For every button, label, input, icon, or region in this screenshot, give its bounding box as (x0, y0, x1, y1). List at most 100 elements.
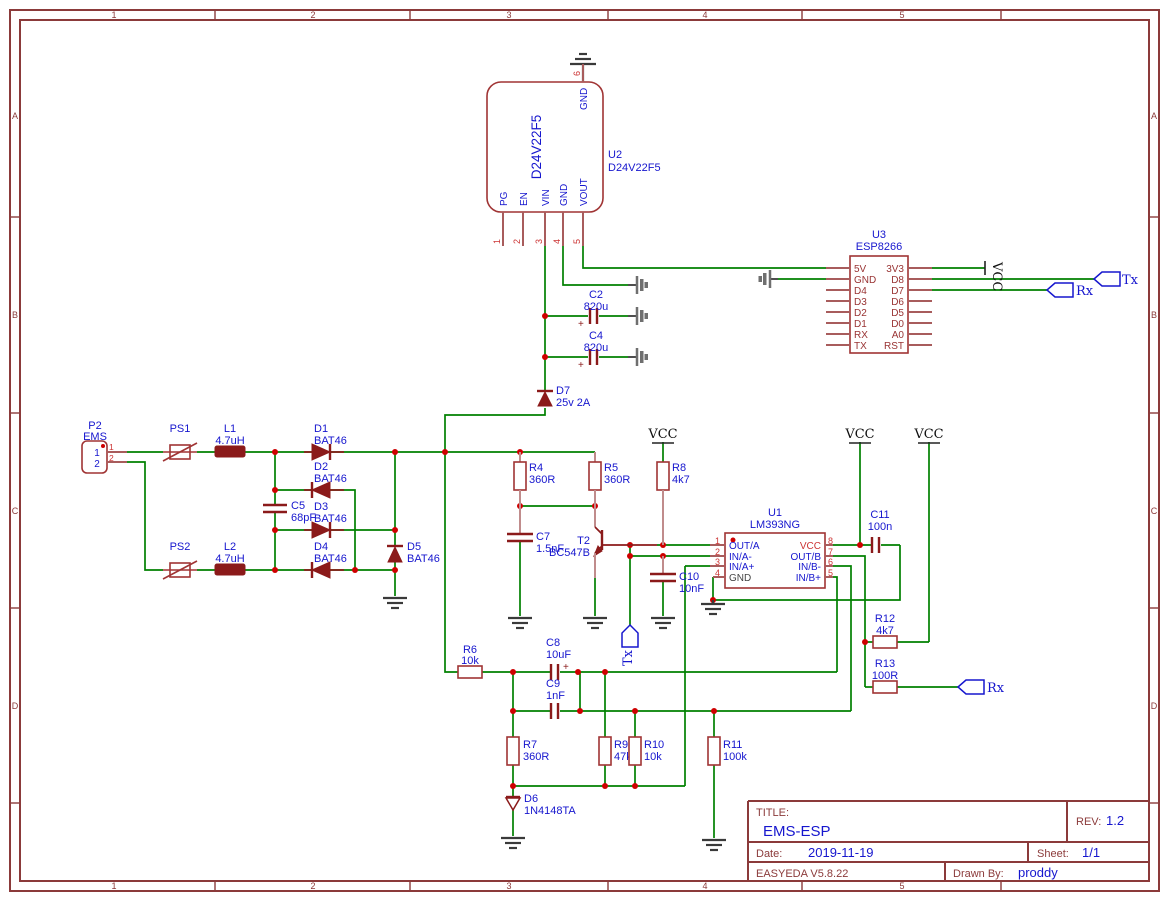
component-C4[interactable]: + C4 820u (578, 330, 608, 371)
component-T2-transistor[interactable]: T2 BC547B (549, 526, 657, 578)
component-C8[interactable]: + C8 10uF (546, 637, 571, 680)
component-C5[interactable]: C5 68pF (263, 500, 316, 524)
U3-pin-name: 3V3 (886, 264, 904, 275)
ground-icon (583, 616, 607, 630)
ground-icon (701, 600, 725, 616)
component-C7[interactable]: C7 1.5nF (507, 531, 564, 555)
U1-pin-number: 3 (715, 557, 720, 567)
frame-col-label: 4 (702, 881, 707, 891)
C8-value-label: 10uF (546, 649, 571, 661)
junction-dots (272, 313, 868, 789)
frame-row-label: C (12, 506, 19, 516)
D5-ref-label: D5 (407, 541, 421, 553)
date-label: Date: (756, 848, 782, 860)
R7-value-label: 360R (523, 751, 549, 763)
component-D7[interactable]: D7 25v 2A (537, 385, 591, 409)
frame-col-label: 2 (310, 881, 315, 891)
component-P2-connector[interactable]: P2 EMS 1 2 1 2 (81, 420, 127, 474)
frame-col-label: 2 (310, 10, 315, 20)
component-R10-resistor[interactable]: R10 10k (628, 736, 664, 766)
title-block: TITLE: EMS-ESP REV: 1.2 Date: 2019-11-19… (747, 800, 1149, 881)
wires[interactable] (127, 246, 1094, 838)
U3-value-label: ESP8266 (856, 241, 902, 253)
U1-ref-label: U1 (768, 507, 782, 519)
tx-flag-comparator: Tx (621, 623, 639, 666)
T2-ref-label: T2 (577, 535, 590, 547)
frame-row-label: B (12, 310, 18, 320)
component-C9[interactable]: C9 1nF (546, 678, 565, 719)
U1-pin-name: IN/A+ (729, 562, 754, 573)
component-R13-resistor[interactable]: R13 100R (872, 658, 898, 694)
L1-ref-label: L1 (224, 423, 236, 435)
U3-pin-name: D6 (891, 297, 904, 308)
tx-flag-label: Tx (621, 649, 636, 666)
C4-value-label: 820u (584, 342, 608, 354)
component-D2-diode[interactable]: D2 BAT46 (304, 461, 347, 499)
T2-value-label: BC547B (549, 547, 590, 559)
component-R9-resistor[interactable]: R9 47k (598, 736, 632, 766)
R6-value-label: 10k (461, 655, 479, 667)
frame-col-label: 4 (702, 10, 707, 20)
drawn-by-label: Drawn By: (953, 868, 1004, 880)
D6-value-label: 1N4148TA (524, 805, 576, 817)
component-D4-diode[interactable]: D4 BAT46 (304, 541, 347, 579)
component-R7-resistor[interactable]: R7 360R (506, 736, 549, 766)
component-PS2-fuse[interactable]: PS2 (162, 541, 198, 580)
C7-value-label: 1.5nF (536, 543, 564, 555)
L2-ref-label: L2 (224, 541, 236, 553)
component-R11-resistor[interactable]: R11 100k (707, 736, 747, 766)
vcc-flag-rotated: VCC (984, 261, 1004, 291)
U2-value-label: D24V22F5 (608, 162, 661, 174)
net-flags[interactable]: Tx Rx Tx Rx (621, 271, 1139, 696)
frame-row-label: A (12, 111, 18, 121)
P2-pin-number: 2 (109, 453, 114, 463)
component-L2-inductor[interactable]: L2 4.7uH (214, 541, 246, 576)
D5-value-label: BAT46 (407, 553, 440, 565)
component-U1-comparator[interactable]: U1 LM393NG OUT/A IN/A- IN/A+ GND VCC OUT… (710, 507, 833, 589)
U1-pin-name: IN/A- (729, 552, 752, 563)
component-PS1-fuse[interactable]: PS1 (162, 423, 198, 462)
U1-pin-number: 6 (828, 557, 833, 567)
tool-version: EASYEDA V5.8.22 (756, 868, 848, 880)
component-R12-resistor[interactable]: R12 4k7 (872, 613, 898, 649)
U3-pin-name: D0 (891, 319, 904, 330)
frame-col-label: 5 (899, 10, 904, 20)
U2-pin-number: 3 (534, 239, 544, 244)
U1-pin-number: 2 (715, 547, 720, 557)
U1-pin-name: OUT/B (790, 552, 821, 563)
U2-pin-number: 1 (492, 239, 502, 244)
U3-pin-name: D5 (891, 308, 904, 319)
component-R5-resistor[interactable]: R5 360R (588, 452, 630, 527)
C7-ref-label: C7 (536, 531, 550, 543)
U3-pin-name: D4 (854, 286, 867, 297)
component-R6-resistor[interactable]: R6 10k (457, 644, 483, 679)
component-D5-diode[interactable]: D5 BAT46 (387, 541, 440, 565)
vcc-flags[interactable]: VCC VCC VCC VCC (647, 261, 1004, 444)
U2-pin-name: VIN (541, 189, 552, 206)
component-L1-inductor[interactable]: L1 4.7uH (214, 423, 246, 458)
U3-pin-name: D3 (854, 297, 867, 308)
component-D1-diode[interactable]: D1 BAT46 (304, 423, 347, 461)
component-C2[interactable]: + C2 820u (578, 289, 608, 330)
U1-value-label: LM393NG (750, 519, 800, 531)
component-R4-resistor[interactable]: R4 360R (513, 452, 555, 534)
component-D6-diode[interactable]: D6 1N4148TA (504, 793, 576, 817)
U1-pin-number: 4 (715, 568, 720, 578)
U1-pin-name: IN/B+ (796, 573, 821, 584)
P2-value-label: EMS (83, 431, 107, 443)
U2-pin-number: 5 (572, 239, 582, 244)
R11-ref-label: R11 (723, 739, 742, 751)
schematic-title: EMS-ESP (763, 823, 831, 840)
U3-pin-name: D8 (891, 275, 904, 286)
component-D3-diode[interactable]: D3 BAT46 (304, 501, 347, 539)
U3-pin-name: GND (854, 275, 876, 286)
rx-flag-label: Rx (1076, 284, 1094, 299)
tx-flag-esp: Tx (1092, 271, 1139, 288)
component-C10[interactable]: C10 10nF (650, 556, 704, 595)
component-U2-regulator[interactable]: D24V22F5 U2 D24V22F5 PG EN VIN GND VOUT … (486, 64, 661, 246)
component-U3-esp8266[interactable]: U3 ESP8266 5V GND D4 D3 D2 D1 RX TX 3V3 … (826, 229, 932, 354)
component-R8-resistor[interactable]: R8 4k7 (656, 461, 690, 545)
R11-value-label: 100k (723, 751, 747, 763)
component-C11[interactable]: C11 100n (868, 509, 892, 553)
